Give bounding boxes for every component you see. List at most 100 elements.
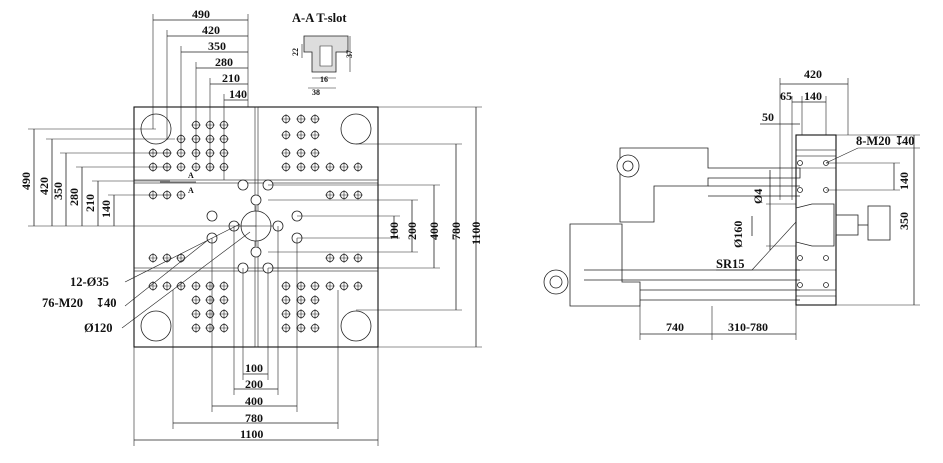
side-depth-symbol: ↧	[894, 134, 904, 148]
tapped-hole-crosshair	[339, 162, 349, 172]
tapped-hole-crosshair	[296, 162, 306, 172]
tapped-hole-crosshair	[176, 162, 186, 172]
tapped-hole-crosshair	[339, 190, 349, 200]
t-slot-horizontal-lower	[133, 267, 379, 272]
tapped-hole-crosshair	[325, 190, 335, 200]
tapped-hole-crosshair	[310, 281, 320, 291]
side-dim-740: 740	[666, 320, 684, 334]
right-dim-400: 400	[427, 222, 441, 240]
tslot-dim-37: 37	[345, 50, 354, 58]
tapped-hole-crosshair	[281, 281, 291, 291]
side-sr15: SR15	[716, 257, 744, 271]
tapped-hole-crosshair	[281, 295, 291, 305]
tapped-hole-crosshair	[281, 114, 291, 124]
tapped-hole-crosshair	[219, 323, 229, 333]
top-dim-350: 350	[208, 39, 226, 53]
t-slot-section: A-A T-slot 22 37 16 38	[291, 11, 354, 97]
section-marker-bottom: A	[188, 186, 194, 195]
tapped-hole-crosshair	[353, 253, 363, 263]
tapped-hole-crosshair	[310, 148, 320, 158]
tapped-hole-crosshair	[353, 162, 363, 172]
tapped-hole-crosshair	[205, 281, 215, 291]
top-dim-420: 420	[202, 23, 220, 37]
tapped-hole-crosshair	[296, 148, 306, 158]
tapped-hole-crosshair	[296, 295, 306, 305]
right-dim-1100: 1100	[469, 222, 483, 245]
left-dimensions: 490 420 350 280 210 140	[19, 128, 256, 227]
tapped-hole-crosshair	[296, 281, 306, 291]
side-dim-dia4: Ø4	[751, 189, 765, 204]
right-dimensions: 100 200 400 780 1100	[268, 106, 483, 348]
side-dim-140-top: 140	[804, 89, 822, 103]
tapped-hole-crosshair	[325, 253, 335, 263]
tslot-dim-22: 22	[291, 48, 300, 56]
bottom-dim-200: 200	[245, 377, 263, 391]
callout-76-threads: 76-M20	[42, 296, 83, 310]
tie-bar-hole	[140, 310, 172, 342]
tapped-hole-crosshair	[162, 281, 172, 291]
bottom-dim-1100: 1100	[240, 427, 263, 441]
tapped-hole-crosshair	[205, 295, 215, 305]
moving-platen	[619, 147, 801, 223]
tapped-hole-crosshair	[176, 281, 186, 291]
side-bolt-holes	[797, 160, 829, 288]
tapped-hole-crosshair	[219, 295, 229, 305]
tapped-hole-crosshair	[176, 190, 186, 200]
section-marker-top: A	[188, 171, 194, 180]
fixed-platen	[795, 134, 837, 306]
tapped-hole-crosshair	[325, 281, 335, 291]
left-dim-350: 350	[51, 182, 65, 200]
tapped-hole-crosshair	[281, 309, 291, 319]
tie-bar-hole	[340, 113, 372, 145]
tapped-hole-crosshair	[339, 281, 349, 291]
side-dim-140-right: 140	[897, 172, 911, 190]
top-dim-140: 140	[229, 87, 247, 101]
tslot-dim-16: 16	[320, 75, 328, 84]
side-dim-stroke: 310-780	[728, 320, 768, 334]
tapped-hole-crosshair	[281, 162, 291, 172]
tapped-holes	[148, 114, 363, 333]
callout-12-holes: 12-Ø35	[70, 275, 109, 289]
left-dim-140: 140	[99, 200, 113, 218]
tapped-hole-crosshair	[191, 162, 201, 172]
tapped-hole-crosshair	[310, 323, 320, 333]
tie-bar-hole	[340, 310, 372, 342]
tapped-hole-crosshair	[281, 323, 291, 333]
tapped-hole-crosshair	[191, 323, 201, 333]
top-dim-490: 490	[192, 7, 210, 21]
t-slot-horizontal-upper	[133, 179, 379, 184]
tapped-hole-crosshair	[148, 281, 158, 291]
nozzle-assembly	[867, 205, 891, 241]
top-dim-210: 210	[222, 71, 240, 85]
tapped-hole-crosshair	[296, 130, 306, 140]
tslot-dim-38: 38	[312, 88, 320, 97]
toggle-base	[569, 223, 641, 307]
tapped-hole-crosshair	[353, 281, 363, 291]
callout-thread-depth: 40	[104, 296, 117, 310]
right-dim-100: 100	[387, 222, 401, 240]
tapped-hole-crosshair	[339, 253, 349, 263]
section-title: A-A T-slot	[292, 11, 347, 25]
top-dim-280: 280	[215, 55, 233, 69]
tapped-hole-crosshair	[205, 323, 215, 333]
side-thread-callout: 8-M20	[856, 134, 891, 148]
tapped-hole-crosshair	[191, 281, 201, 291]
side-dim-50: 50	[762, 110, 774, 124]
callouts: 12-Ø35 76-M20 ↧ 40 Ø120	[42, 223, 251, 335]
right-dim-200: 200	[405, 222, 419, 240]
tapped-hole-crosshair	[296, 309, 306, 319]
depth-symbol: ↧	[95, 296, 105, 310]
side-dim-350: 350	[897, 212, 911, 230]
tapped-hole-crosshair	[205, 309, 215, 319]
tapped-hole-crosshair	[162, 253, 172, 263]
tapped-hole-crosshair	[281, 130, 291, 140]
top-dimensions: 490 420 350 280 210 140	[152, 7, 249, 180]
bottom-dim-780: 780	[245, 411, 263, 425]
tapped-hole-crosshair	[310, 295, 320, 305]
tapped-hole-crosshair	[191, 295, 201, 305]
bottom-dim-400: 400	[245, 394, 263, 408]
tapped-hole-crosshair	[310, 309, 320, 319]
side-thread-depth: 40	[902, 134, 915, 148]
